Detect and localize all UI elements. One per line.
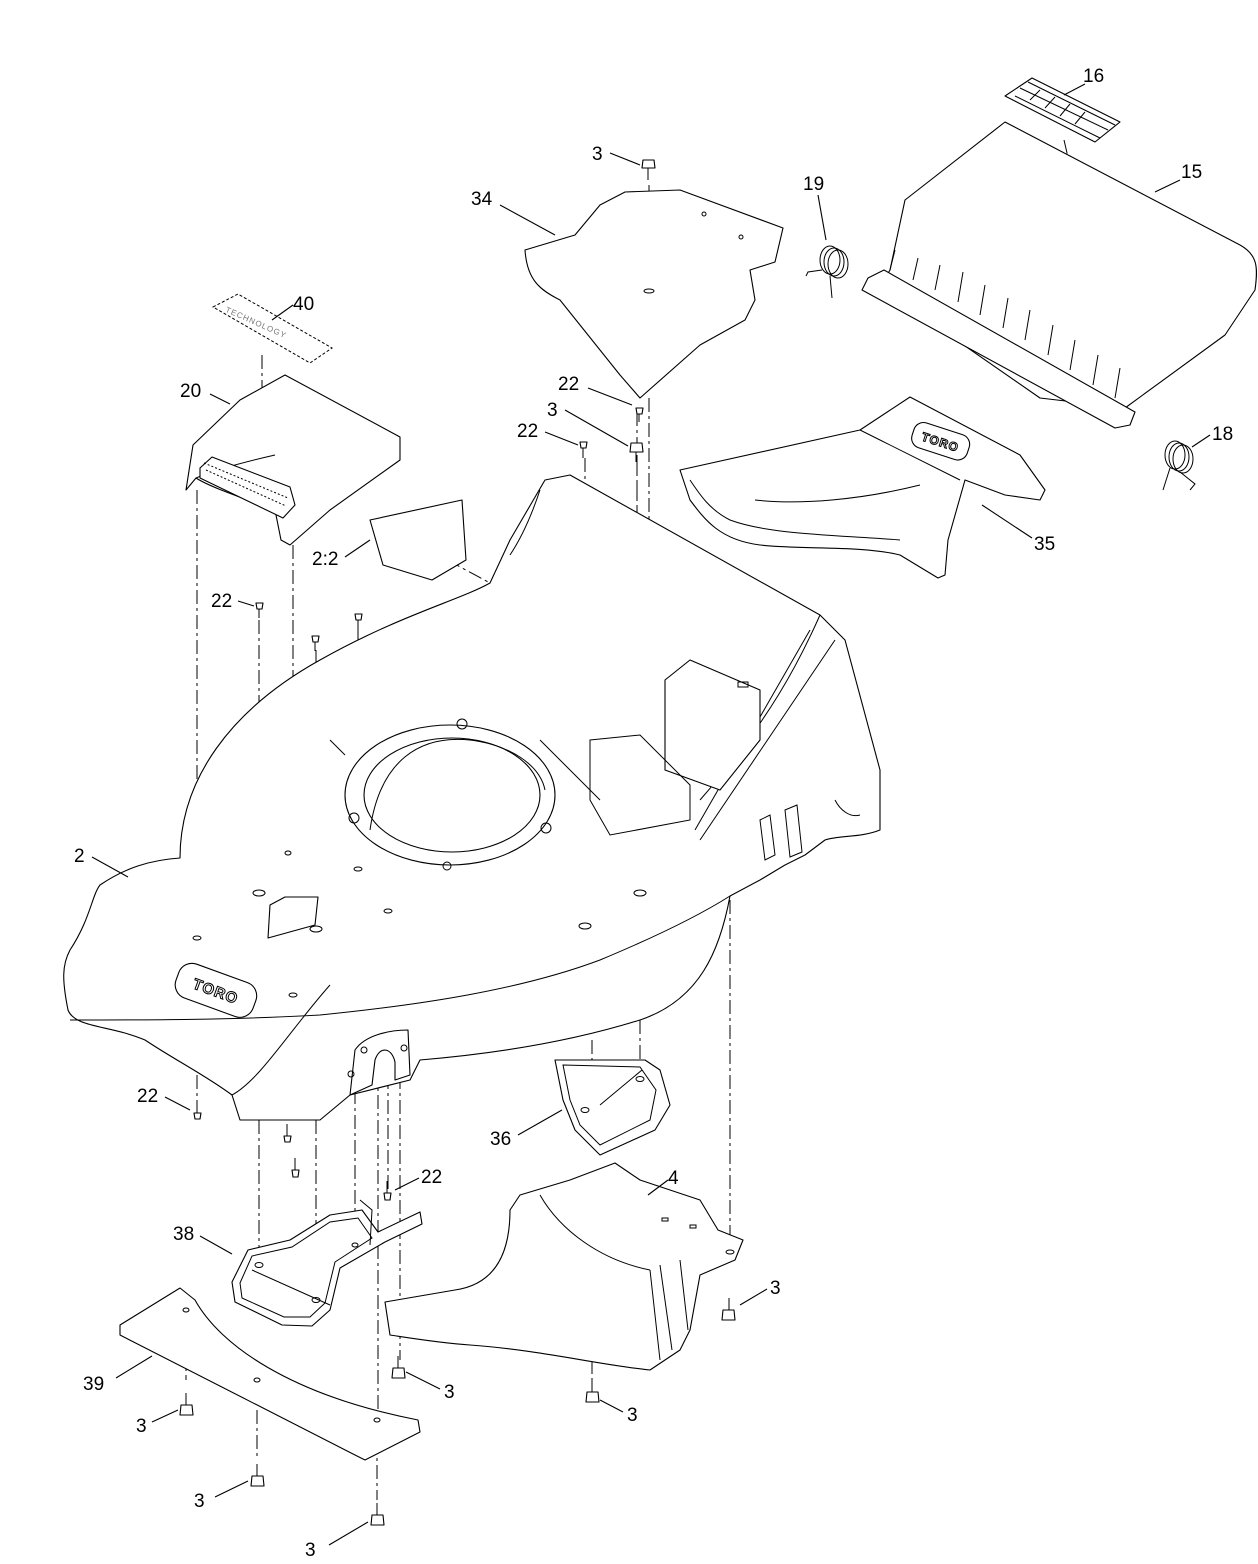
callout-3-top: 3 [592, 144, 603, 165]
torsion-spring-19 [805, 245, 849, 299]
callout-19: 19 [803, 174, 824, 195]
callout-labels: 16 15 19 18 3 34 40 20 22 3 22 2:2 35 22… [74, 66, 1233, 1561]
callout-38: 38 [173, 1224, 194, 1245]
callout-22-d: 22 [137, 1086, 158, 1107]
callout-34: 34 [471, 189, 493, 210]
small-decal-2-2 [369, 499, 467, 581]
leader-lines [91, 83, 1211, 1546]
lower-housing [384, 1162, 744, 1371]
callout-20: 20 [180, 381, 201, 402]
fasteners [179, 159, 736, 1526]
callout-22-e: 22 [421, 1167, 442, 1188]
callout-35: 35 [1034, 534, 1055, 555]
deck-logo: TORO [174, 962, 258, 1018]
callout-2-2: 2:2 [312, 549, 338, 570]
callout-3-e: 3 [627, 1405, 638, 1426]
callout-36: 36 [490, 1129, 511, 1150]
torsion-spring-18 [1162, 440, 1196, 491]
baffle-38 [231, 1199, 423, 1327]
technology-decal: TECHNOLOGY [211, 293, 333, 364]
top-cover-plate [524, 189, 784, 399]
discharge-chute: TORO [679, 396, 1046, 579]
skirt-plate-39 [119, 1287, 421, 1461]
callout-3-h: 3 [305, 1540, 316, 1561]
callout-15: 15 [1181, 162, 1202, 183]
callout-22-c: 22 [211, 591, 232, 612]
callout-22-b: 22 [517, 421, 538, 442]
warning-label [1004, 77, 1121, 143]
callout-18: 18 [1212, 424, 1233, 445]
mower-deck: TORO [63, 474, 881, 1121]
callout-4: 4 [668, 1168, 679, 1189]
rear-flap [861, 121, 1258, 429]
callout-40: 40 [293, 294, 314, 315]
callout-2: 2 [74, 846, 85, 867]
callout-16: 16 [1083, 66, 1104, 87]
svg-text:TECHNOLOGY: TECHNOLOGY [224, 305, 288, 340]
callout-22-a: 22 [558, 374, 579, 395]
callout-3-d: 3 [444, 1382, 455, 1403]
front-cover [185, 374, 401, 546]
callout-3-c: 3 [770, 1278, 781, 1299]
lower-baffle-plate [554, 1059, 671, 1156]
callout-39: 39 [83, 1374, 104, 1395]
callout-3-b: 3 [547, 400, 558, 421]
callout-3-f: 3 [136, 1416, 147, 1437]
callout-3-g: 3 [194, 1491, 205, 1512]
